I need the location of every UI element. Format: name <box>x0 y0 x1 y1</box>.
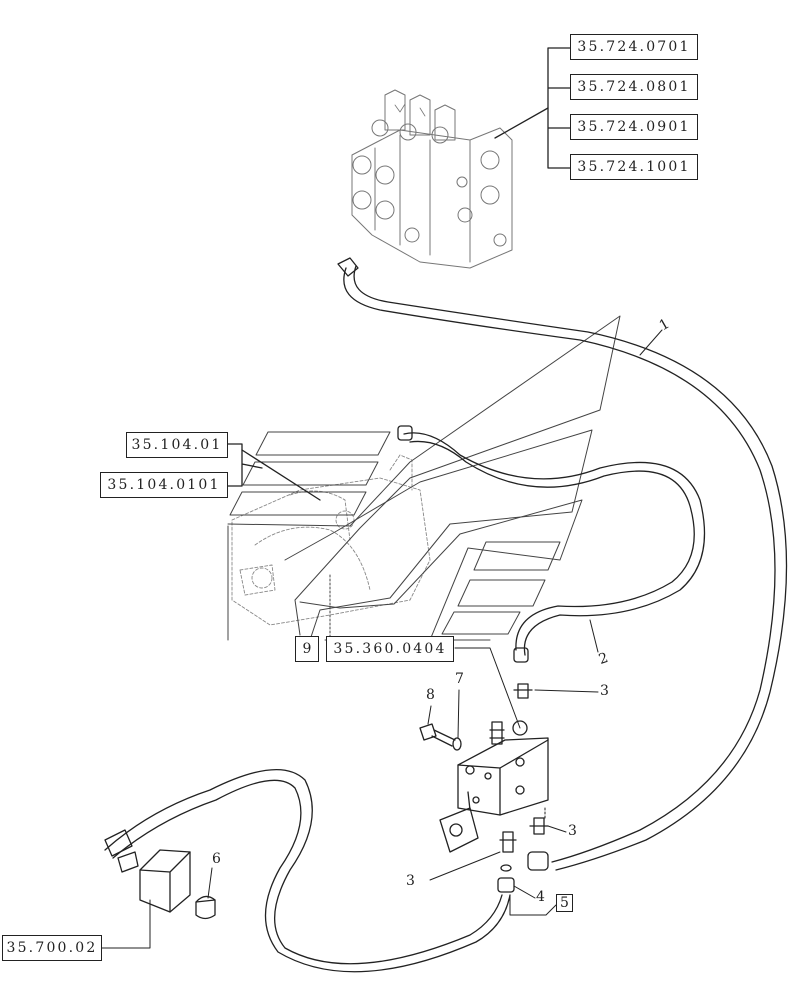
callout-4: 4 <box>536 889 545 905</box>
leader-lines <box>99 329 663 949</box>
callout-6: 6 <box>212 851 221 867</box>
ref-box-35-700-02[interactable]: 35.700.02 <box>2 935 102 961</box>
bolt-8 <box>419 723 456 747</box>
leader-valve-top <box>494 107 549 139</box>
ref-box-35-360-0404[interactable]: 35.360.0404 <box>326 636 454 662</box>
fitting-3c <box>499 831 517 853</box>
ref-box-35-104-01[interactable]: 35.104.01 <box>126 432 228 458</box>
ref-box-35-724-0901[interactable]: 35.724.0901 <box>570 114 698 140</box>
bracket-top-refs <box>547 47 571 169</box>
fitting-block <box>139 849 191 913</box>
ref-box-35-104-0101[interactable]: 35.104.0101 <box>100 472 228 498</box>
washer-7 <box>452 737 462 751</box>
callout-5: 5 <box>556 894 573 912</box>
valve-block <box>439 720 549 853</box>
callout-7: 7 <box>455 671 464 687</box>
ref-box-35-724-1001[interactable]: 35.724.1001 <box>570 154 698 180</box>
hose-bottom-left <box>104 769 511 973</box>
pump-panel-shapes <box>229 431 561 635</box>
cap-6 <box>195 895 216 920</box>
ref-box-9[interactable]: 9 <box>295 636 319 662</box>
o-ring <box>500 864 512 872</box>
callout-3b: 3 <box>568 823 577 839</box>
hose-1 <box>337 257 788 871</box>
pump-illustration <box>231 454 431 626</box>
bracket-pump-refs <box>227 443 263 487</box>
leader-pump <box>241 449 321 501</box>
ref-box-35-724-0701[interactable]: 35.724.0701 <box>570 34 698 60</box>
callout-8: 8 <box>426 687 435 703</box>
fitting-3b <box>529 817 549 835</box>
ref-box-35-724-0801[interactable]: 35.724.0801 <box>570 74 698 100</box>
callout-3c: 3 <box>406 873 415 889</box>
fitting-3a <box>513 683 533 699</box>
control-valve-illustration <box>351 89 513 269</box>
fitting-4 <box>497 877 515 893</box>
callout-3a: 3 <box>600 683 609 699</box>
hose-2 <box>397 425 706 663</box>
